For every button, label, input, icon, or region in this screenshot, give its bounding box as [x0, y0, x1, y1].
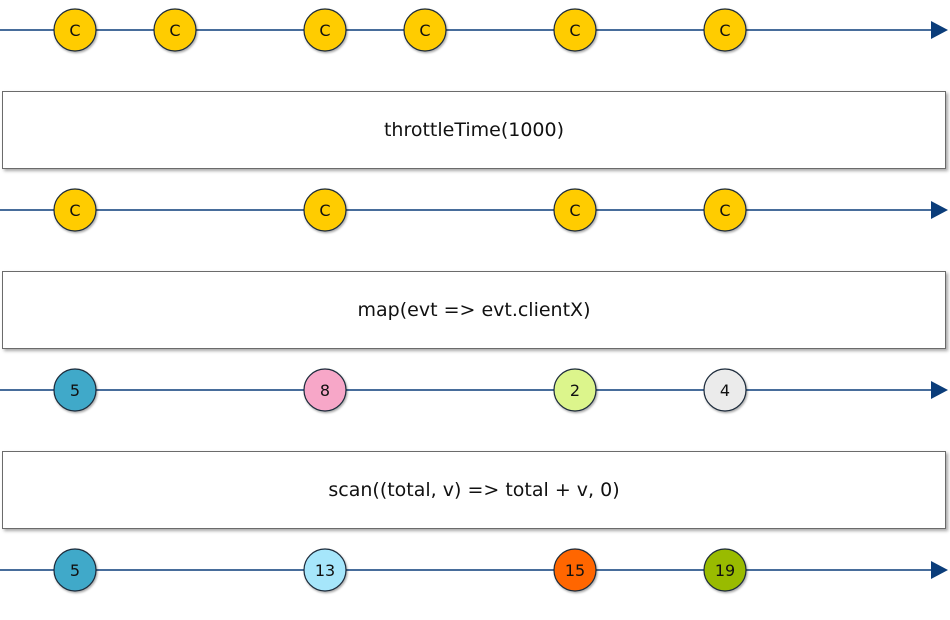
marble-circle — [303, 548, 347, 592]
marble-circle — [553, 548, 597, 592]
marble: C — [403, 8, 447, 52]
marble-circle — [53, 8, 97, 52]
marble: C — [703, 8, 747, 52]
marble-label: C — [69, 21, 80, 40]
marble: 5 — [53, 548, 97, 592]
marble: C — [53, 8, 97, 52]
marble-circle — [403, 8, 447, 52]
marble-circle — [703, 8, 747, 52]
timeline-arrow-icon — [931, 561, 948, 579]
marble-label: C — [319, 21, 330, 40]
marble-circle — [703, 548, 747, 592]
marble: C — [303, 8, 347, 52]
marble: 8 — [303, 368, 347, 412]
marble-label: 15 — [565, 561, 585, 580]
marble: 4 — [703, 368, 747, 412]
marble-circle — [303, 188, 347, 232]
marble-circle — [703, 188, 747, 232]
marble-circle — [53, 368, 97, 412]
marble-circle — [53, 188, 97, 232]
timeline-arrow-icon — [931, 381, 948, 399]
operator-label: throttleTime(1000) — [383, 119, 565, 141]
operator-label: scan((total, v) => total + v, 0) — [328, 479, 620, 501]
marble: C — [553, 8, 597, 52]
marble-label: 4 — [720, 381, 730, 400]
marble-circle — [53, 548, 97, 592]
timeline-arrow-icon — [931, 201, 948, 219]
operator-label: map(evt => evt.clientX) — [357, 299, 591, 321]
marble-label: 2 — [570, 381, 580, 400]
marble-label: C — [69, 201, 80, 220]
marble-circle — [303, 368, 347, 412]
marble: 2 — [553, 368, 597, 412]
marble-label: 5 — [70, 381, 80, 400]
marble: 5 — [53, 368, 97, 412]
operator-throttle-time: throttleTime(1000) — [2, 91, 946, 169]
marble-circle — [703, 368, 747, 412]
timeline-mapped-values: 5 8 2 4 — [0, 368, 948, 412]
marble: C — [553, 188, 597, 232]
marble-circle — [553, 8, 597, 52]
marble: 15 — [553, 548, 597, 592]
marble: C — [53, 188, 97, 232]
timeline-arrow-icon — [931, 21, 948, 39]
marble-label: 19 — [715, 561, 735, 580]
marble-label: C — [319, 201, 330, 220]
marble: 19 — [703, 548, 747, 592]
marble-circle — [553, 368, 597, 412]
marble-label: C — [169, 21, 180, 40]
operator-map: map(evt => evt.clientX) — [2, 271, 946, 349]
marble-label: C — [569, 201, 580, 220]
marble: 13 — [303, 548, 347, 592]
marble: C — [153, 8, 197, 52]
marble-label: C — [569, 21, 580, 40]
marble-circle — [153, 8, 197, 52]
marble-circle — [553, 188, 597, 232]
marble-label: 8 — [320, 381, 330, 400]
marble-label: C — [419, 21, 430, 40]
timeline-scanned-totals: 5 13 15 19 — [0, 548, 948, 592]
marble-label: 13 — [315, 561, 335, 580]
operator-scan: scan((total, v) => total + v, 0) — [2, 451, 946, 529]
marble: C — [303, 188, 347, 232]
marble: C — [703, 188, 747, 232]
marble-circle — [303, 8, 347, 52]
marble-label: C — [719, 201, 730, 220]
marble-label: 5 — [70, 561, 80, 580]
marble-label: C — [719, 21, 730, 40]
